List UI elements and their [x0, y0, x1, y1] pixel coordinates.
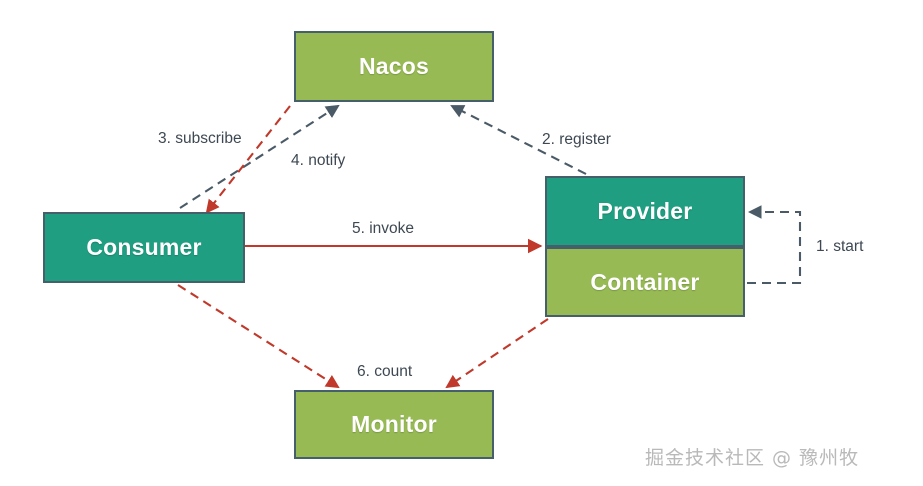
- watermark: 掘金技术社区 @ 豫州牧: [645, 447, 860, 469]
- edge-label-start: 1. start: [816, 238, 864, 255]
- node-nacos-label: Nacos: [358, 53, 430, 79]
- node-container[interactable]: Container: [545, 247, 745, 317]
- edge-label-subscribe: 3. subscribe: [158, 130, 242, 147]
- edge-notify: [205, 105, 291, 214]
- edge-subscribe: [179, 104, 340, 209]
- node-consumer-label: Consumer: [86, 234, 202, 260]
- edge-label-notify: 4. notify: [291, 152, 346, 169]
- edge-count-consumer: [177, 284, 340, 389]
- edge-count-container: [445, 318, 549, 389]
- edge-start: [747, 205, 802, 285]
- node-container-label: Container: [590, 268, 700, 295]
- edge-register: [450, 105, 587, 175]
- edge-label-register: 2. register: [542, 131, 611, 148]
- node-provider[interactable]: Provider: [545, 176, 745, 247]
- edge-label-invoke: 5. invoke: [352, 220, 415, 237]
- node-monitor[interactable]: Monitor: [294, 390, 494, 459]
- node-nacos[interactable]: Nacos: [294, 31, 494, 102]
- edge-label-count: 6. count: [357, 363, 413, 380]
- node-provider-label: Provider: [597, 198, 693, 224]
- node-monitor-label: Monitor: [351, 411, 437, 437]
- node-consumer[interactable]: Consumer: [43, 212, 245, 283]
